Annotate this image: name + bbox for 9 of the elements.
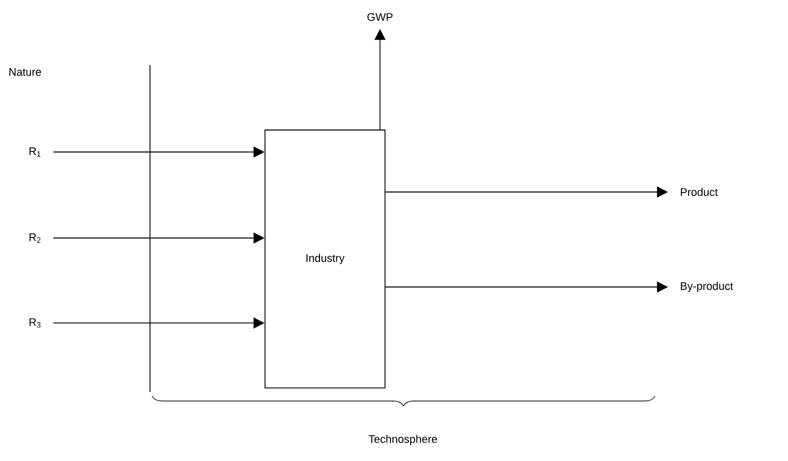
- flow-label: By-product: [680, 282, 734, 292]
- region-label: Technosphere: [368, 434, 438, 446]
- flow-label: R$_{3}$: [30, 318, 41, 328]
- process-box: Industry: [264, 130, 386, 388]
- flow-label: Product: [680, 188, 718, 196]
- region-label: Nature: [9, 68, 42, 76]
- flow-label: GWP: [367, 13, 393, 21]
- flow-label: R$_{2}$: [30, 233, 40, 243]
- flow-label: R$_{1}$: [30, 147, 40, 157]
